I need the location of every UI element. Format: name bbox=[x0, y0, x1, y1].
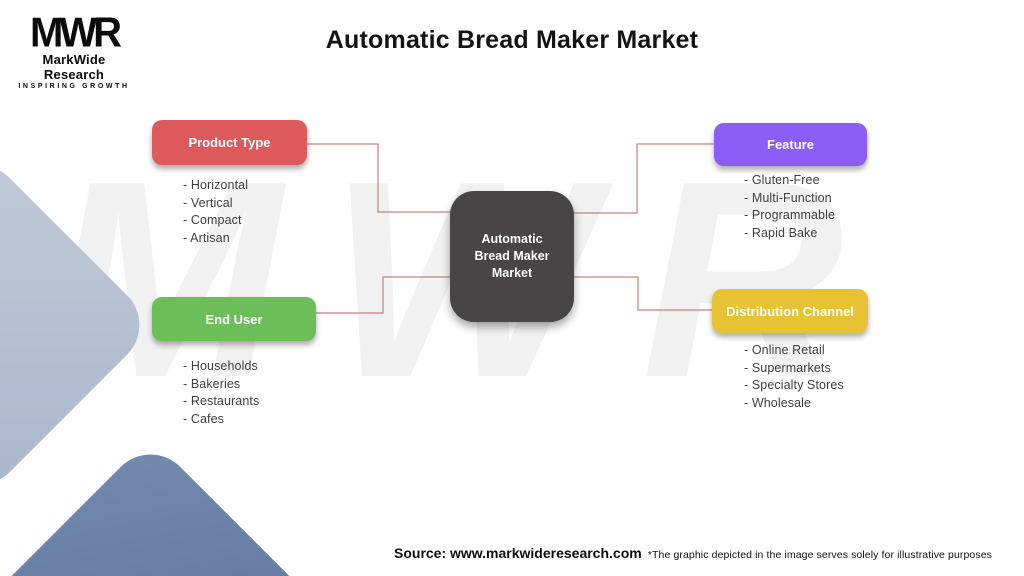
list-item: - Households bbox=[183, 359, 258, 373]
disclaimer-text: *The graphic depicted in the image serve… bbox=[647, 549, 992, 561]
category-label-distribution-channel: Distribution Channel bbox=[726, 303, 854, 319]
list-item: - Specialty Stores bbox=[744, 378, 844, 392]
logo-company-name: MarkWide Research bbox=[42, 52, 106, 82]
category-box-feature: Feature bbox=[714, 123, 867, 166]
markwide-research-logo: MWR MarkWide Research INSPIRING GROWTH bbox=[16, 9, 132, 90]
logo-tagline: INSPIRING GROWTH bbox=[18, 83, 130, 90]
list-item: - Compact bbox=[183, 213, 242, 227]
source-text: Source: www.markwideresearch.com bbox=[394, 545, 642, 561]
list-item: - Wholesale bbox=[744, 395, 812, 410]
category-box-end-user: End User bbox=[152, 297, 316, 341]
list-item: - Supermarkets bbox=[744, 360, 831, 375]
category-label-end-user: End User bbox=[205, 311, 263, 327]
central-node: Automatic Bread Maker Market bbox=[450, 191, 574, 322]
category-list-distribution-channel: - Online Retail - Supermarkets - Specialty… bbox=[744, 342, 844, 412]
category-list-product-type: - Horizontal - Vertical - Compact - Artisan bbox=[183, 177, 248, 247]
list-item: - Artisan bbox=[183, 230, 230, 245]
list-item: - Programmable bbox=[744, 208, 836, 222]
list-item: - Multi-Function bbox=[744, 190, 832, 205]
category-label-feature: Feature bbox=[767, 137, 814, 152]
list-item: - Restaurants bbox=[183, 394, 260, 408]
list-item: - Bakeries bbox=[183, 376, 241, 391]
list-item: - Cafes bbox=[183, 411, 224, 426]
list-item: - Vertical bbox=[183, 195, 233, 210]
decorative-diamond-dark bbox=[0, 437, 338, 576]
central-node-label: Automatic Bread Maker Market bbox=[474, 232, 550, 280]
category-label-product-type: Product Type bbox=[188, 135, 271, 150]
list-item: - Online Retail bbox=[744, 343, 825, 357]
category-list-end-user: - Households - Bakeries - Restaurants - Caf… bbox=[183, 358, 259, 428]
category-list-feature: - Gluten-Free - Multi-Function - Programma… bbox=[744, 172, 835, 242]
category-box-product-type: Product Type bbox=[152, 120, 307, 165]
mwr-logo-icon: MWR bbox=[30, 9, 122, 57]
list-item: - Horizontal bbox=[183, 178, 249, 192]
category-box-distribution-channel: Distribution Channel bbox=[712, 289, 868, 333]
list-item: - Rapid Bake bbox=[744, 225, 818, 240]
page-title: Automatic Bread Maker Market bbox=[325, 26, 699, 54]
list-item: - Gluten-Free bbox=[744, 173, 820, 187]
